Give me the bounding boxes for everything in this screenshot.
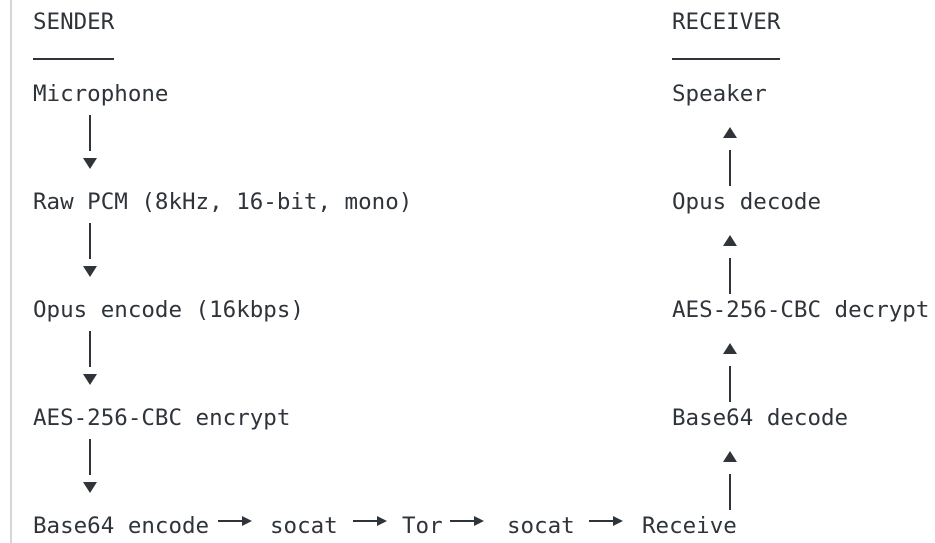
right-arrow-icon bbox=[353, 516, 387, 526]
down-arrow-icon bbox=[83, 374, 97, 385]
sender-node-microphone: Microphone bbox=[33, 81, 169, 107]
receiver-flow-line bbox=[729, 366, 731, 402]
receiver-node-speaker: Speaker bbox=[672, 81, 767, 107]
arrow-shaft bbox=[450, 520, 474, 522]
sender-heading-rule bbox=[33, 58, 114, 60]
up-arrow-icon bbox=[723, 451, 737, 462]
down-arrow-icon bbox=[83, 158, 97, 169]
arrow-shaft bbox=[589, 520, 613, 522]
receiver-heading: RECEIVER bbox=[672, 9, 781, 35]
up-arrow-icon bbox=[723, 343, 737, 354]
transport-node-socat-2: socat bbox=[507, 513, 575, 539]
transport-node-receive: Receive bbox=[642, 513, 737, 539]
receiver-flow-line bbox=[729, 258, 731, 294]
up-arrow-icon bbox=[723, 127, 737, 138]
up-arrow-icon bbox=[723, 235, 737, 246]
sender-node-aes-encrypt: AES-256-CBC encrypt bbox=[33, 405, 291, 431]
sender-heading: SENDER bbox=[33, 9, 115, 35]
receiver-flow-line bbox=[729, 474, 731, 510]
arrow-head bbox=[613, 516, 623, 526]
arrow-shaft bbox=[353, 520, 377, 522]
arrow-head bbox=[377, 516, 387, 526]
arrow-head bbox=[242, 516, 252, 526]
left-rule bbox=[10, 0, 12, 543]
transport-node-base64-encode: Base64 encode bbox=[33, 513, 210, 539]
sender-flow-line bbox=[89, 331, 91, 367]
down-arrow-icon bbox=[83, 266, 97, 277]
right-arrow-icon bbox=[450, 516, 484, 526]
down-arrow-icon bbox=[83, 482, 97, 493]
receiver-heading-rule bbox=[672, 58, 780, 60]
transport-node-socat-1: socat bbox=[270, 513, 338, 539]
sender-flow-line bbox=[89, 115, 91, 151]
sender-flow-line bbox=[89, 439, 91, 475]
sender-node-raw-pcm: Raw PCM (8kHz, 16-bit, mono) bbox=[33, 189, 413, 215]
receiver-node-base64-decode: Base64 decode bbox=[672, 405, 849, 431]
receiver-node-opus-decode: Opus decode bbox=[672, 189, 822, 215]
sender-node-opus-encode: Opus encode (16kbps) bbox=[33, 297, 304, 323]
receiver-node-aes-decrypt: AES-256-CBC decrypt bbox=[672, 297, 930, 323]
arrow-head bbox=[474, 516, 484, 526]
transport-node-tor: Tor bbox=[402, 513, 443, 539]
right-arrow-icon bbox=[589, 516, 623, 526]
right-arrow-icon bbox=[218, 516, 252, 526]
arrow-shaft bbox=[218, 520, 242, 522]
receiver-flow-line bbox=[729, 150, 731, 186]
sender-flow-line bbox=[89, 223, 91, 259]
